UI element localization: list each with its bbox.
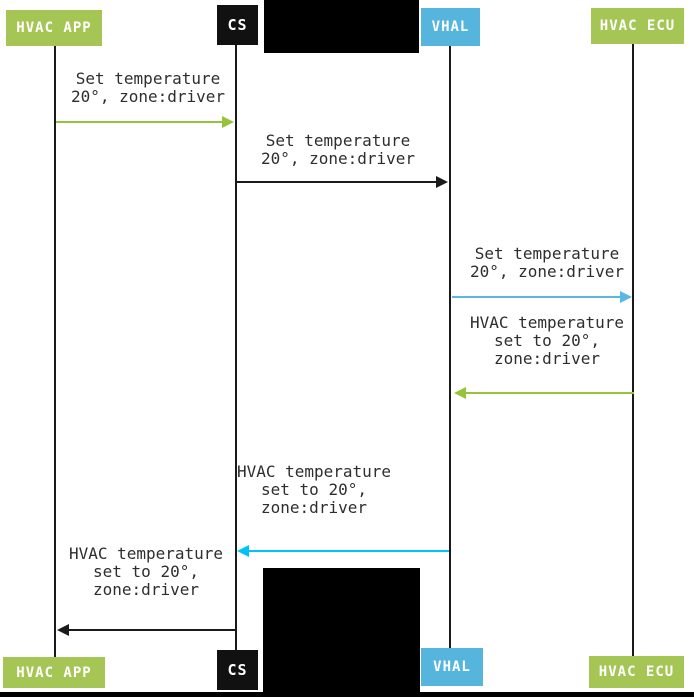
arrow-line <box>246 550 449 552</box>
message-arrow-1 <box>56 116 234 128</box>
message-label-5: HVAC temperature set to 20°, zone:driver <box>236 462 392 517</box>
lifeline-hvac-ecu <box>632 44 634 656</box>
redaction-box-top <box>264 0 419 53</box>
message-label-2: Set temperature 20°, zone:driver <box>260 131 416 168</box>
actor-label: HVAC APP <box>16 664 92 681</box>
lifeline-cs <box>235 45 237 651</box>
message-label-4: HVAC temperature set to 20°, zone:driver <box>469 313 625 368</box>
arrow-line <box>66 629 235 631</box>
lifeline-vhal <box>449 46 451 648</box>
actor-hvac-ecu-top: HVAC ECU <box>591 8 684 44</box>
arrowhead-right-icon <box>222 116 234 128</box>
actor-vhal-top: VHAL <box>421 8 480 46</box>
actor-label: CS <box>227 661 248 679</box>
redaction-strip-bottom <box>0 692 694 697</box>
message-arrow-6 <box>57 624 235 636</box>
actor-label: VHAL <box>431 19 470 35</box>
actor-label: HVAC APP <box>16 20 92 36</box>
arrowhead-left-icon <box>454 387 466 399</box>
actor-label: VHAL <box>433 659 471 675</box>
arrowhead-right-icon <box>620 291 632 303</box>
actor-hvac-ecu-bottom: HVAC ECU <box>589 656 684 688</box>
message-arrow-2 <box>237 176 448 188</box>
arrowhead-left-icon <box>237 545 249 557</box>
message-arrow-4 <box>454 387 634 399</box>
actor-cs-bottom: CS <box>217 650 258 690</box>
message-label-1: Set temperature 20°, zone:driver <box>70 69 226 106</box>
message-label-6: HVAC temperature set to 20°, zone:driver <box>68 544 224 599</box>
message-arrow-5 <box>237 545 449 557</box>
lifeline-hvac-app <box>54 46 56 658</box>
actor-label: HVAC ECU <box>598 664 675 680</box>
arrow-line <box>56 121 225 123</box>
message-arrow-3 <box>452 291 632 303</box>
arrow-line <box>452 296 623 298</box>
actor-cs-top: CS <box>217 5 258 45</box>
message-label-3: Set temperature 20°, zone:driver <box>469 244 625 281</box>
actor-hvac-app-top: HVAC APP <box>6 10 102 46</box>
arrowhead-left-icon <box>57 624 69 636</box>
actor-label: CS <box>227 16 248 34</box>
actor-label: HVAC ECU <box>599 18 676 34</box>
arrowhead-right-icon <box>436 176 448 188</box>
actor-vhal-bottom: VHAL <box>421 648 483 686</box>
arrow-line <box>237 181 439 183</box>
redaction-box-bottom <box>263 568 420 692</box>
actor-hvac-app-bottom: HVAC APP <box>3 657 105 688</box>
arrow-line <box>463 392 634 394</box>
